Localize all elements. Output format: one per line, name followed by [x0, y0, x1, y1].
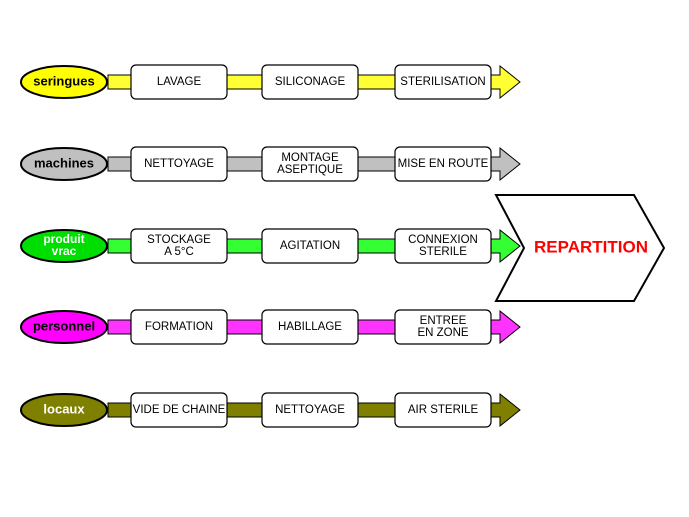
repartition-target: REPARTITION: [494, 194, 666, 302]
step-box: [261, 228, 359, 264]
category-oval: [20, 229, 108, 263]
step-label: MONTAGE: [281, 152, 339, 164]
step-box: [130, 146, 228, 182]
category-label: locaux: [43, 401, 85, 416]
step-label: FORMATION: [145, 321, 213, 333]
step-label: VIDE DE CHAINE: [133, 404, 226, 416]
step-box: [261, 309, 359, 345]
process-rows: seringues LAVAGE SILICONAGE STERILISATION ma…: [20, 64, 521, 428]
step-box: [261, 392, 359, 428]
category-oval: [20, 393, 108, 427]
step-label: MISE EN ROUTE: [398, 158, 489, 170]
step-box: [130, 309, 228, 345]
step-label: AGITATION: [280, 240, 340, 252]
step-label: STERILISATION: [400, 76, 485, 88]
category-label: vrac: [52, 244, 77, 258]
step-label: EN ZONE: [417, 327, 468, 339]
step-box: [394, 146, 492, 182]
category-label: machines: [34, 155, 94, 170]
step-box: [130, 64, 228, 100]
step-box: [394, 392, 492, 428]
step-label: LAVAGE: [157, 76, 202, 88]
step-label: AIR STERILE: [408, 404, 479, 416]
row-locaux: locaux VIDE DE CHAINE NETTOYAGE AIR STERILE: [20, 392, 521, 428]
repartition-label: REPARTITION: [534, 237, 648, 256]
category-oval: [20, 147, 108, 181]
step-box: [261, 64, 359, 100]
step-box: [130, 392, 228, 428]
repartition-chevron: [494, 194, 666, 302]
category-label: produit: [43, 232, 84, 246]
step-label: NETTOYAGE: [275, 404, 345, 416]
category-label: personnel: [33, 318, 95, 333]
category-oval: [20, 65, 108, 99]
step-label: A 5°C: [164, 246, 194, 258]
step-box: [261, 146, 359, 182]
step-label: STOCKAGE: [147, 234, 211, 246]
step-box: [394, 309, 492, 345]
category-oval: [20, 310, 108, 344]
step-label: SILICONAGE: [275, 76, 346, 88]
row-seringues: seringues LAVAGE SILICONAGE STERILISATION: [20, 64, 521, 100]
step-label: STERILE: [419, 246, 467, 258]
step-label: ENTREE: [420, 315, 467, 327]
step-box: [394, 64, 492, 100]
step-box: [130, 228, 228, 264]
category-label: seringues: [33, 73, 94, 88]
step-label: NETTOYAGE: [144, 158, 214, 170]
step-label: HABILLAGE: [278, 321, 342, 333]
step-box: [394, 228, 492, 264]
step-label: ASEPTIQUE: [277, 164, 343, 176]
step-label: CONNEXION: [408, 234, 478, 246]
